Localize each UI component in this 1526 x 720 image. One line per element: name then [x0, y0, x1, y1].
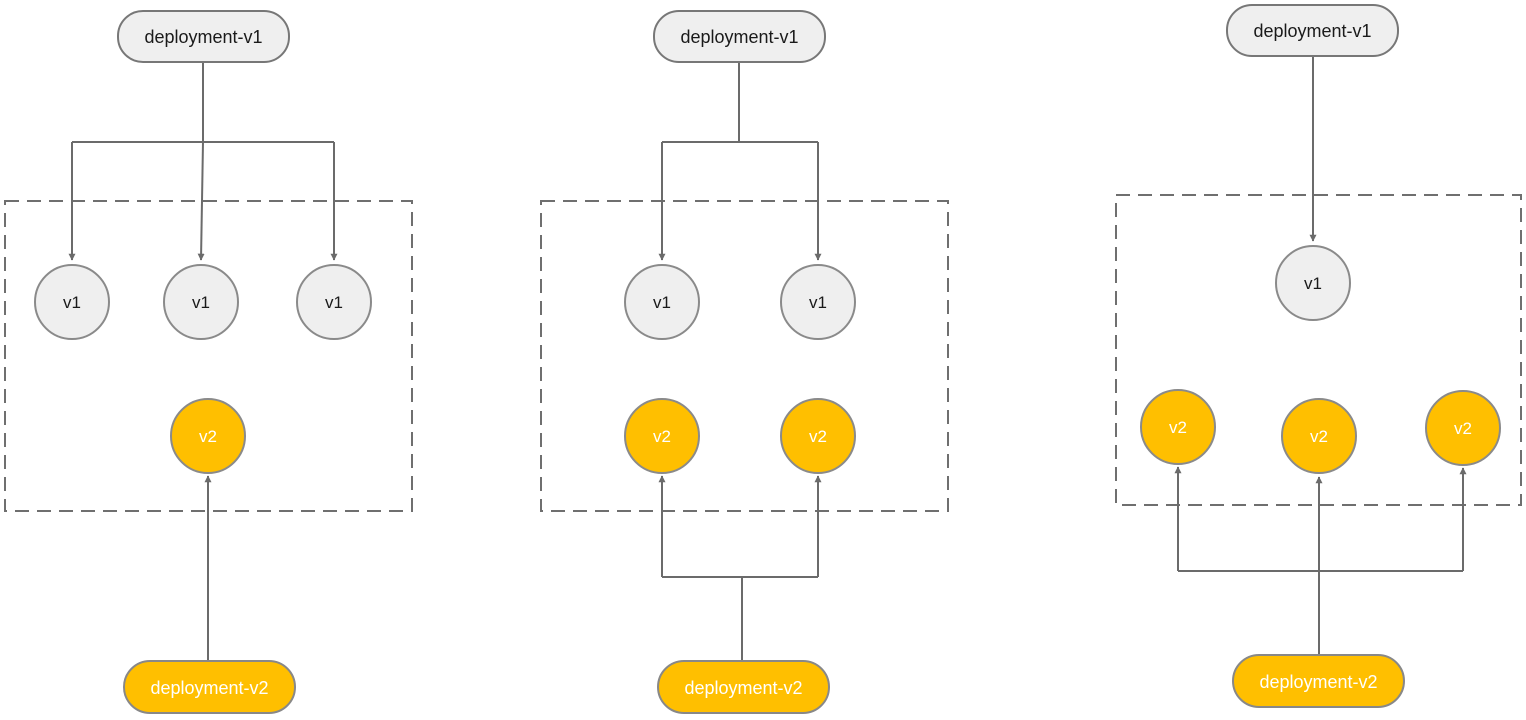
- deployment-v1-label: deployment-v1: [144, 27, 262, 47]
- pod-v2-label: v2: [1454, 419, 1472, 438]
- pod-v1-label: v1: [325, 293, 343, 312]
- pod-v1-label: v1: [809, 293, 827, 312]
- pod-v1[interactable]: v1: [296, 264, 372, 340]
- pod-v2[interactable]: v2: [1281, 398, 1357, 474]
- pod-v1[interactable]: v1: [1275, 245, 1351, 321]
- pod-v1-label: v1: [63, 293, 81, 312]
- deployment-v2-box[interactable]: deployment-v2: [657, 660, 830, 714]
- pod-v2-label: v2: [199, 427, 217, 446]
- deployment-v1-label: deployment-v1: [1253, 21, 1371, 41]
- deployment-v1-box[interactable]: deployment-v1: [1226, 4, 1399, 57]
- pod-v2[interactable]: v2: [780, 398, 856, 474]
- pod-v1-label: v1: [192, 293, 210, 312]
- pod-v2-label: v2: [809, 427, 827, 446]
- pod-v2-label: v2: [1310, 427, 1328, 446]
- deployment-v1-box[interactable]: deployment-v1: [117, 10, 290, 63]
- pod-v1[interactable]: v1: [163, 264, 239, 340]
- deployment-v2-box[interactable]: deployment-v2: [1232, 654, 1405, 708]
- deployment-v2-box[interactable]: deployment-v2: [123, 660, 296, 714]
- pod-v2[interactable]: v2: [1140, 389, 1216, 465]
- pod-v1-label: v1: [1304, 274, 1322, 293]
- pod-group-frame: [540, 200, 949, 512]
- deployment-v2-label: deployment-v2: [1259, 672, 1377, 692]
- pod-v1-label: v1: [653, 293, 671, 312]
- deployment-v2-label: deployment-v2: [150, 678, 268, 698]
- pod-v1[interactable]: v1: [624, 264, 700, 340]
- pod-v2[interactable]: v2: [624, 398, 700, 474]
- pod-group-frame: [1115, 194, 1522, 506]
- pod-v2[interactable]: v2: [1425, 390, 1501, 466]
- pod-group-frame: [4, 200, 413, 512]
- pod-v2-label: v2: [653, 427, 671, 446]
- panel-2: deployment-v1 v1 v1 v2 v2 deployment-v2: [540, 10, 949, 714]
- deployment-v1-box[interactable]: deployment-v1: [653, 10, 826, 63]
- pod-v2-label: v2: [1169, 418, 1187, 437]
- panel-1: deployment-v1 v1 v1 v1 v2 deployment-v2: [4, 10, 413, 714]
- pod-v1[interactable]: v1: [780, 264, 856, 340]
- panel-3: deployment-v1 v1 v2 v2 v2 deployment-v2: [1115, 4, 1522, 708]
- arrow-to-v1: [197, 141, 205, 261]
- pod-v1[interactable]: v1: [34, 264, 110, 340]
- pod-v2[interactable]: v2: [170, 398, 246, 474]
- deployment-v2-label: deployment-v2: [684, 678, 802, 698]
- deployment-v1-label: deployment-v1: [680, 27, 798, 47]
